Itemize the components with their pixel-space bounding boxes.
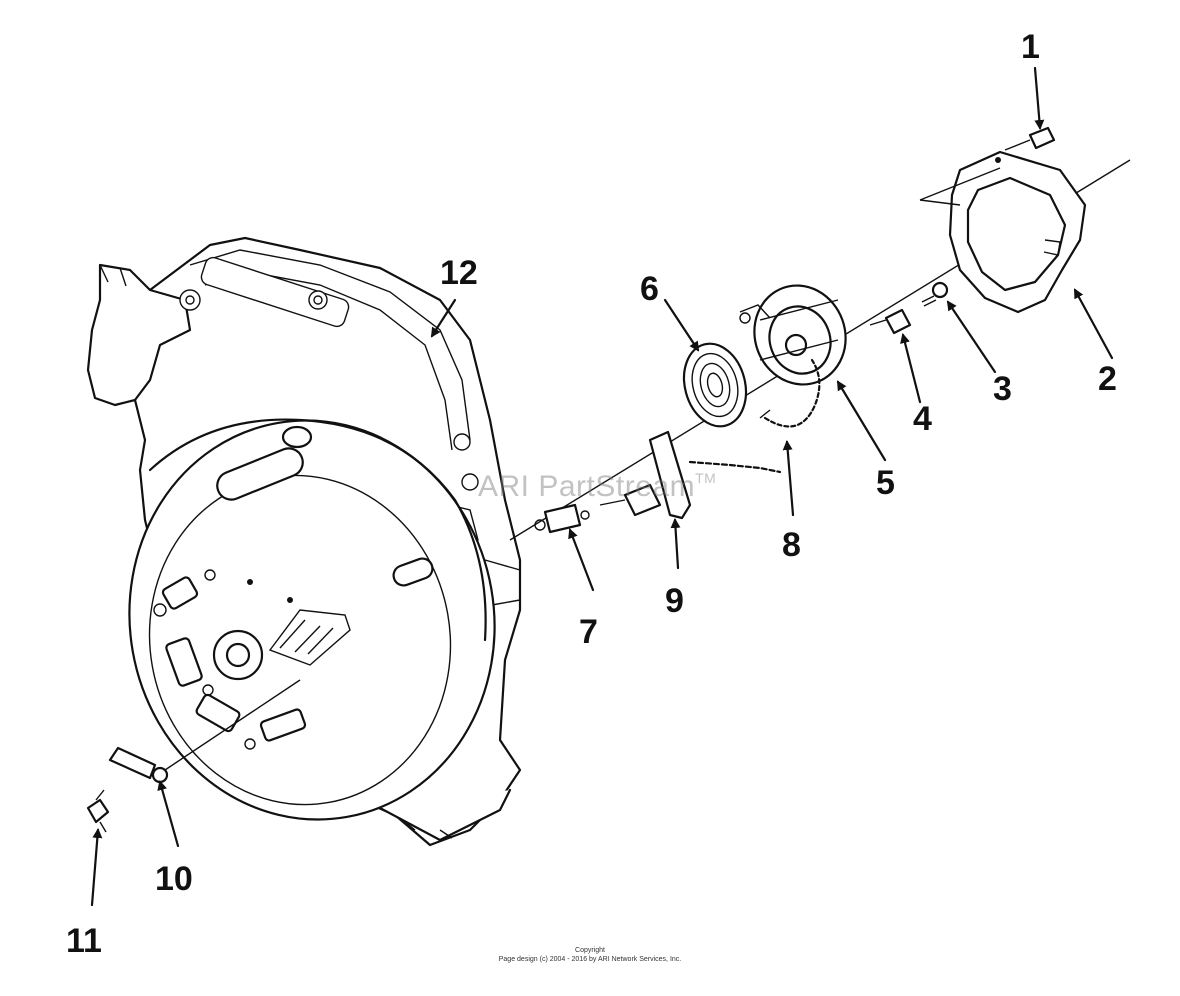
callout-9[interactable]: 9 — [665, 582, 684, 620]
footer-copyright: Copyright Page design (c) 2004 - 2016 by… — [0, 946, 1180, 964]
callout-12[interactable]: 12 — [440, 254, 478, 292]
screw-part-3 — [921, 281, 949, 307]
screw-part-1 — [1004, 126, 1056, 151]
pulley-part-5 — [739, 284, 847, 386]
callout-8[interactable]: 8 — [782, 526, 801, 564]
watermark-trademark: TM — [695, 470, 717, 486]
callout-7[interactable]: 7 — [579, 613, 598, 651]
pawl-part-4 — [869, 308, 912, 335]
callout-1[interactable]: 1 — [1021, 28, 1040, 66]
callout-6[interactable]: 6 — [640, 270, 659, 308]
callout-numbers: 1 2 3 4 5 6 7 8 9 10 11 12 — [66, 28, 1117, 960]
callout-10[interactable]: 10 — [155, 860, 193, 898]
watermark-text: ARI PartStream — [478, 470, 696, 503]
footer-line-2: Page design (c) 2004 - 2016 by ARI Netwo… — [498, 956, 682, 963]
starter-rope-part-8 — [759, 358, 821, 428]
recoil-spring-part-6 — [682, 342, 748, 428]
leader-arrows — [90, 66, 1114, 907]
retainer-plate — [919, 150, 1087, 314]
wing-nut-part-11 — [86, 789, 110, 833]
callout-3[interactable]: 3 — [993, 370, 1012, 408]
callout-4[interactable]: 4 — [913, 400, 932, 438]
callout-2[interactable]: 2 — [1098, 360, 1117, 398]
footer-line-1: Copyright — [575, 947, 605, 954]
rope-guide-part-7 — [534, 503, 590, 534]
bolt-axis-line — [164, 679, 301, 771]
starter-handle-part-9 — [599, 430, 782, 520]
callout-11[interactable]: 11 — [66, 922, 102, 960]
callout-5[interactable]: 5 — [876, 464, 895, 502]
bolt-part-10 — [108, 746, 169, 784]
watermark: ARI PartStreamTM — [478, 470, 716, 504]
blower-housing — [86, 236, 522, 847]
